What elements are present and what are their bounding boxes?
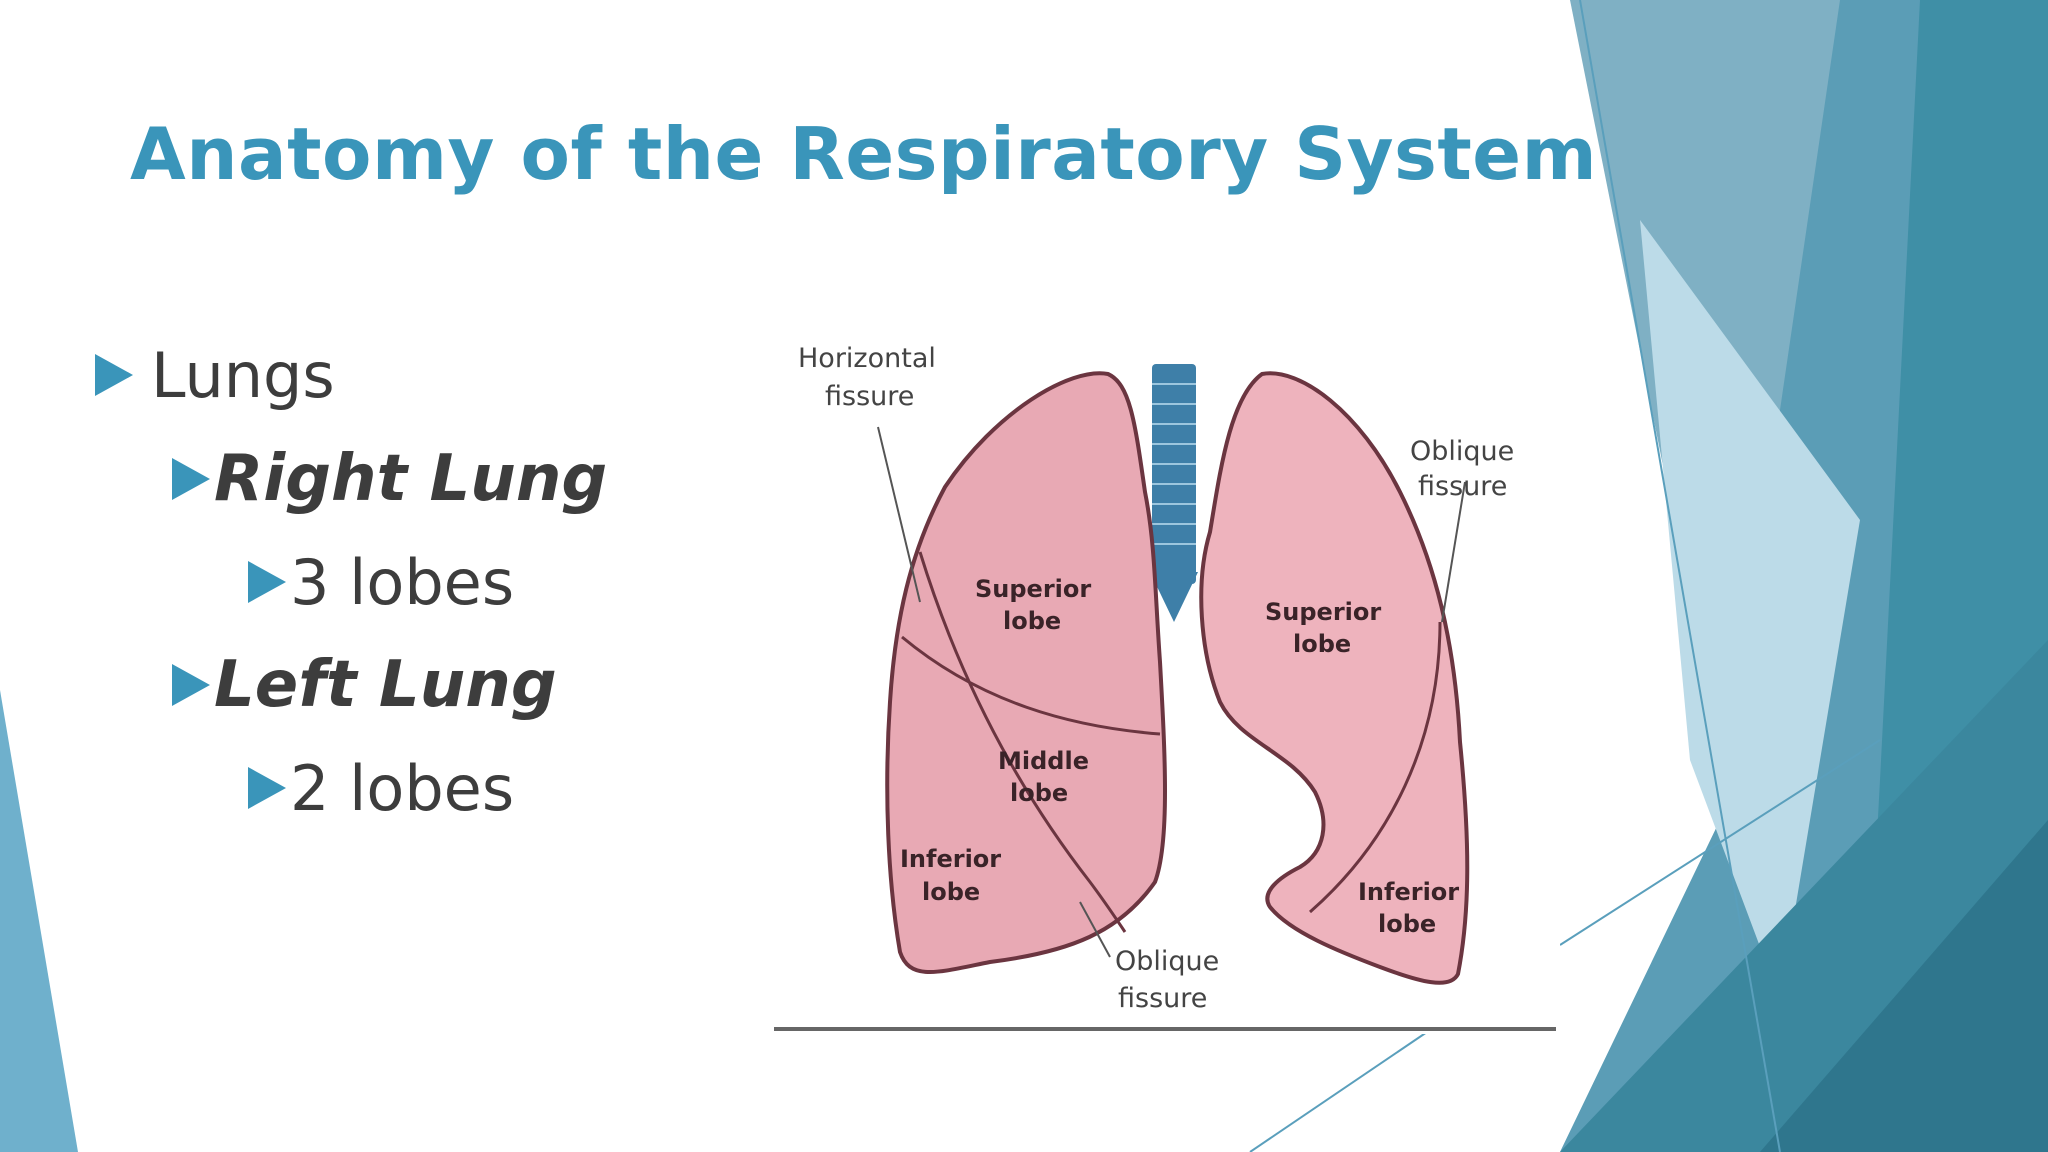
leader-oblique-bottom xyxy=(1079,901,1111,958)
label-horizontal-fissure-1: Horizontal xyxy=(798,343,936,374)
accent-line-3 xyxy=(1249,1029,1431,1152)
label-right-inferior-2: lobe xyxy=(922,878,980,906)
bullet-left-lung: Left Lung xyxy=(172,640,557,730)
label-right-inferior-1: Inferior xyxy=(900,845,1001,873)
label-oblique-right-2: fissure xyxy=(1418,471,1507,502)
left-lung xyxy=(1199,371,1470,985)
trachea xyxy=(1150,364,1198,622)
label-horizontal-fissure-2: fissure xyxy=(825,381,914,412)
label-middle-1: Middle xyxy=(998,747,1089,775)
bullet-arrow-icon xyxy=(95,354,133,396)
label-right-superior-2: lobe xyxy=(1003,607,1061,635)
bullet-text: Left Lung xyxy=(214,648,557,722)
bullet-text: Lungs xyxy=(151,338,335,412)
bullet-lungs: Lungs xyxy=(95,330,335,420)
lung-illustration: Horizontal fissure Oblique fissure Obliq… xyxy=(770,322,1560,1034)
right-oblique-fissure xyxy=(918,551,1127,933)
slide-title: Anatomy of the Respiratory System xyxy=(130,112,1598,196)
bullet-arrow-icon xyxy=(248,561,286,603)
bullet-arrow-icon xyxy=(172,664,210,706)
bullet-arrow-icon xyxy=(172,458,210,500)
bullet-text: 2 lobes xyxy=(290,751,515,825)
label-left-superior-2: lobe xyxy=(1293,630,1351,658)
leader-oblique-right xyxy=(1441,481,1466,623)
bullet-text: 3 lobes xyxy=(290,545,515,619)
label-oblique-bottom-1: Oblique xyxy=(1115,946,1219,977)
accent-line-1 xyxy=(1579,0,1781,1152)
right-facet-pale xyxy=(1640,220,1860,1000)
bullet-right-lung: Right Lung xyxy=(172,434,607,524)
label-left-inferior-2: lobe xyxy=(1378,910,1436,938)
label-oblique-right-1: Oblique xyxy=(1410,436,1514,467)
left-facet xyxy=(0,690,78,1152)
left-oblique-fissure xyxy=(1309,621,1442,914)
leader-horizontal xyxy=(877,426,921,603)
lung-diagram: Horizontal fissure Oblique fissure Obliq… xyxy=(770,322,1560,1034)
right-facet-dark xyxy=(1760,820,2048,1152)
bullet-text: Right Lung xyxy=(214,442,608,516)
bullet-arrow-icon xyxy=(248,767,286,809)
bullet-list: Lungs Right Lung 3 lobes Left Lung 2 lob… xyxy=(0,0,700,900)
label-left-inferior-1: Inferior xyxy=(1358,878,1459,906)
right-lung xyxy=(885,371,1167,974)
bullet-left-lobes: 2 lobes xyxy=(248,743,514,833)
label-oblique-bottom-2: fissure xyxy=(1118,983,1207,1014)
label-right-superior-1: Superior xyxy=(975,575,1091,603)
right-horizontal-fissure xyxy=(901,635,1161,736)
accent-line-2 xyxy=(1559,739,1881,946)
bullet-right-lobes: 3 lobes xyxy=(248,537,514,627)
label-left-superior-1: Superior xyxy=(1265,598,1381,626)
label-middle-2: lobe xyxy=(1010,779,1068,807)
